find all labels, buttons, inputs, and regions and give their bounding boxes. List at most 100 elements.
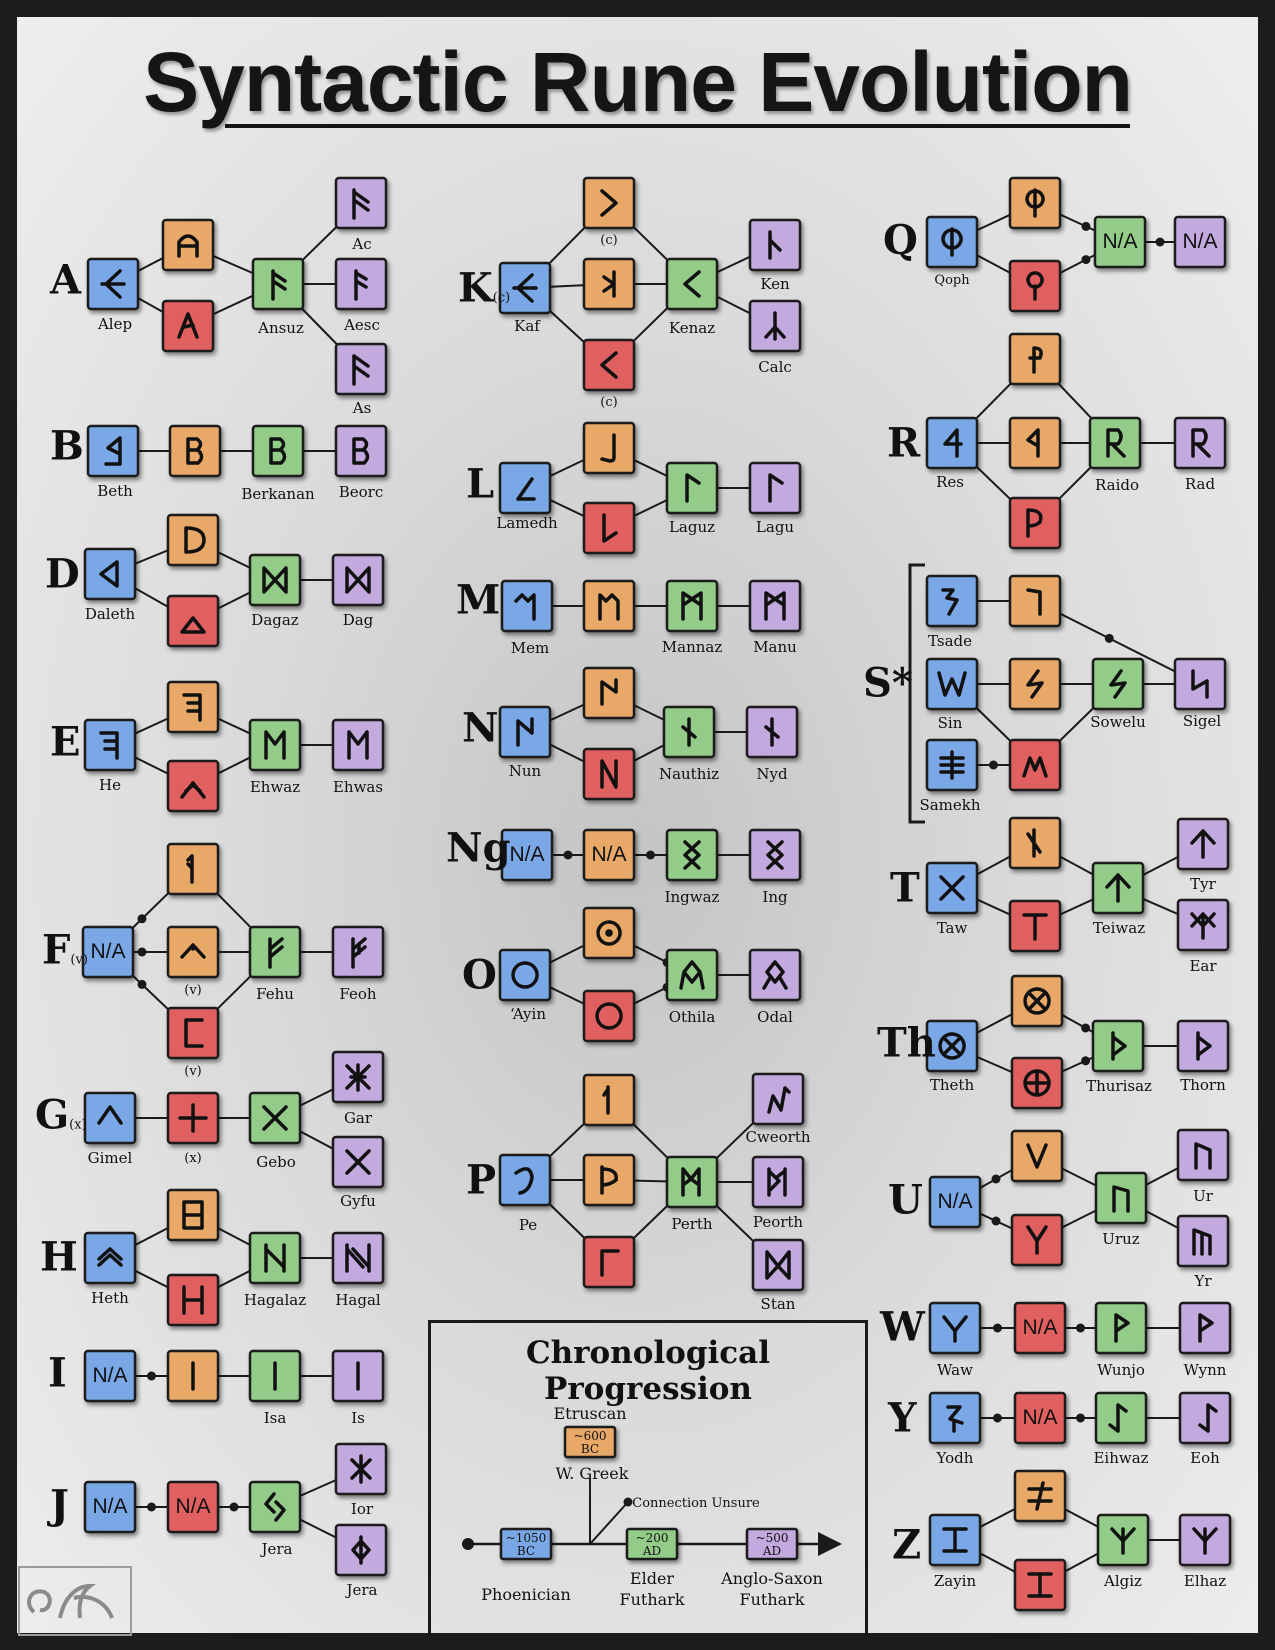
na-label: N/A xyxy=(1022,1316,1058,1339)
rune-box-e4 xyxy=(248,718,302,772)
rune-box-k7 xyxy=(748,299,802,353)
rune-glyph xyxy=(600,351,618,379)
rune-glyph xyxy=(1026,828,1042,858)
rune-name-label: Eihwaz xyxy=(1093,1449,1149,1467)
rune-name-label: Lamedh xyxy=(496,514,558,532)
rune-box-s4 xyxy=(1008,574,1062,628)
rune-glyph xyxy=(764,717,780,747)
rune-box-d3 xyxy=(166,594,220,648)
rune-glyph xyxy=(1194,1142,1212,1170)
rune-glyph xyxy=(1022,756,1048,778)
rune-glyph xyxy=(1198,1313,1214,1343)
unsure-connection-dot xyxy=(991,1216,1001,1226)
rune-box-b2 xyxy=(168,424,222,478)
rune-name-label: He xyxy=(99,776,121,794)
rune-name-label: Berkanan xyxy=(241,485,315,503)
unsure-connection-dot xyxy=(1081,221,1091,231)
legend-title: Chronological Progression xyxy=(525,1335,771,1407)
rune-name-label: Cweorth xyxy=(745,1128,811,1146)
rune-box-l3 xyxy=(582,501,636,555)
rune-name-label: Hagal xyxy=(335,1291,381,1309)
rune-box-g3 xyxy=(248,1091,302,1145)
rune-name-label: Elhaz xyxy=(1183,1572,1227,1590)
rune-glyph xyxy=(178,1103,208,1133)
rune-glyph xyxy=(97,1105,123,1125)
group-letter-5: G(x) xyxy=(35,1091,87,1139)
rune-glyph xyxy=(1192,1527,1218,1555)
rune-box-p3 xyxy=(582,1153,636,1207)
unsure-connection-dot xyxy=(147,1502,156,1512)
group-letter-3: E xyxy=(50,718,81,766)
rune-box-i1 xyxy=(83,1349,137,1403)
rune-glyph xyxy=(180,943,206,959)
rune-box-w4 xyxy=(1178,1301,1232,1355)
rune-glyph xyxy=(946,1405,964,1433)
rune-box-b1 xyxy=(86,424,140,478)
rune-glyph xyxy=(271,269,287,301)
rune-glyph xyxy=(764,311,786,341)
rune-name-label: Ac xyxy=(352,235,372,253)
rune-name-label: Laguz xyxy=(668,518,716,536)
legend-phoenician-label: Phoenician xyxy=(481,1585,571,1604)
na-label: N/A xyxy=(509,843,545,866)
rune-glyph xyxy=(685,473,701,503)
rune-glyph xyxy=(516,717,534,747)
rune-box-p4 xyxy=(582,1235,636,1289)
rune-box-k5 xyxy=(665,257,719,311)
rune-glyph xyxy=(1026,271,1044,301)
rune-name-label: Taw xyxy=(936,919,968,937)
rune-box-i2 xyxy=(166,1349,220,1403)
rune-glyph xyxy=(1109,669,1127,699)
rune-box-th4 xyxy=(1091,1019,1145,1073)
rune-glyph xyxy=(514,1167,534,1195)
rune-name-label: Samekh xyxy=(919,796,981,814)
unsure-connection-dot xyxy=(1076,1323,1085,1333)
unsure-connection-dot xyxy=(137,947,147,957)
rune-name-label: (v) xyxy=(184,1064,202,1079)
rune-box-f6 xyxy=(331,925,385,979)
rune-glyph xyxy=(942,1527,968,1553)
rune-box-o5 xyxy=(748,948,802,1002)
rune-glyph xyxy=(350,1454,372,1484)
rune-box-s8 xyxy=(1173,657,1227,711)
rune-box-l5 xyxy=(748,461,802,515)
rune-box-k2 xyxy=(582,176,636,230)
rune-glyph xyxy=(1112,1185,1130,1213)
rune-box-a7 xyxy=(334,342,388,396)
rune-glyph xyxy=(1026,1143,1048,1169)
rune-name-label: Hagalaz xyxy=(243,1291,307,1309)
rune-name-label: Odal xyxy=(757,1008,793,1026)
legend-unsure-label: Connection Unsure xyxy=(632,1496,760,1511)
rune-name-label: Beth xyxy=(97,482,133,500)
group-letter-0: A xyxy=(50,256,82,304)
rune-box-k6 xyxy=(748,218,802,272)
rune-name-label: Perth xyxy=(671,1215,713,1233)
rune-glyph xyxy=(943,428,963,458)
rune-name-label: Ior xyxy=(350,1500,374,1518)
rune-glyph xyxy=(1025,188,1045,218)
group-letter-6: H xyxy=(40,1233,78,1281)
rune-glyph xyxy=(939,750,965,780)
rune-glyph xyxy=(182,693,202,722)
rune-glyph xyxy=(600,1249,620,1277)
rune-glyph xyxy=(1026,508,1043,538)
timeline-start-dot xyxy=(462,1538,474,1550)
rune-name-label: Sin xyxy=(937,714,963,732)
group-letter-12: N xyxy=(462,704,499,752)
rune-box-ng3 xyxy=(665,828,719,882)
rune-box-j2 xyxy=(166,1480,220,1534)
page-title: Syntactic Rune Evolution xyxy=(143,35,1133,129)
rune-box-o3 xyxy=(582,989,636,1043)
rune-box-t5 xyxy=(1176,817,1230,871)
rune-name-label: Lagu xyxy=(755,518,795,536)
rune-glyph xyxy=(1191,669,1209,699)
rune-box-w2 xyxy=(1013,1301,1067,1355)
rune-glyph xyxy=(602,1085,610,1115)
rune-glyph xyxy=(1114,1313,1130,1343)
